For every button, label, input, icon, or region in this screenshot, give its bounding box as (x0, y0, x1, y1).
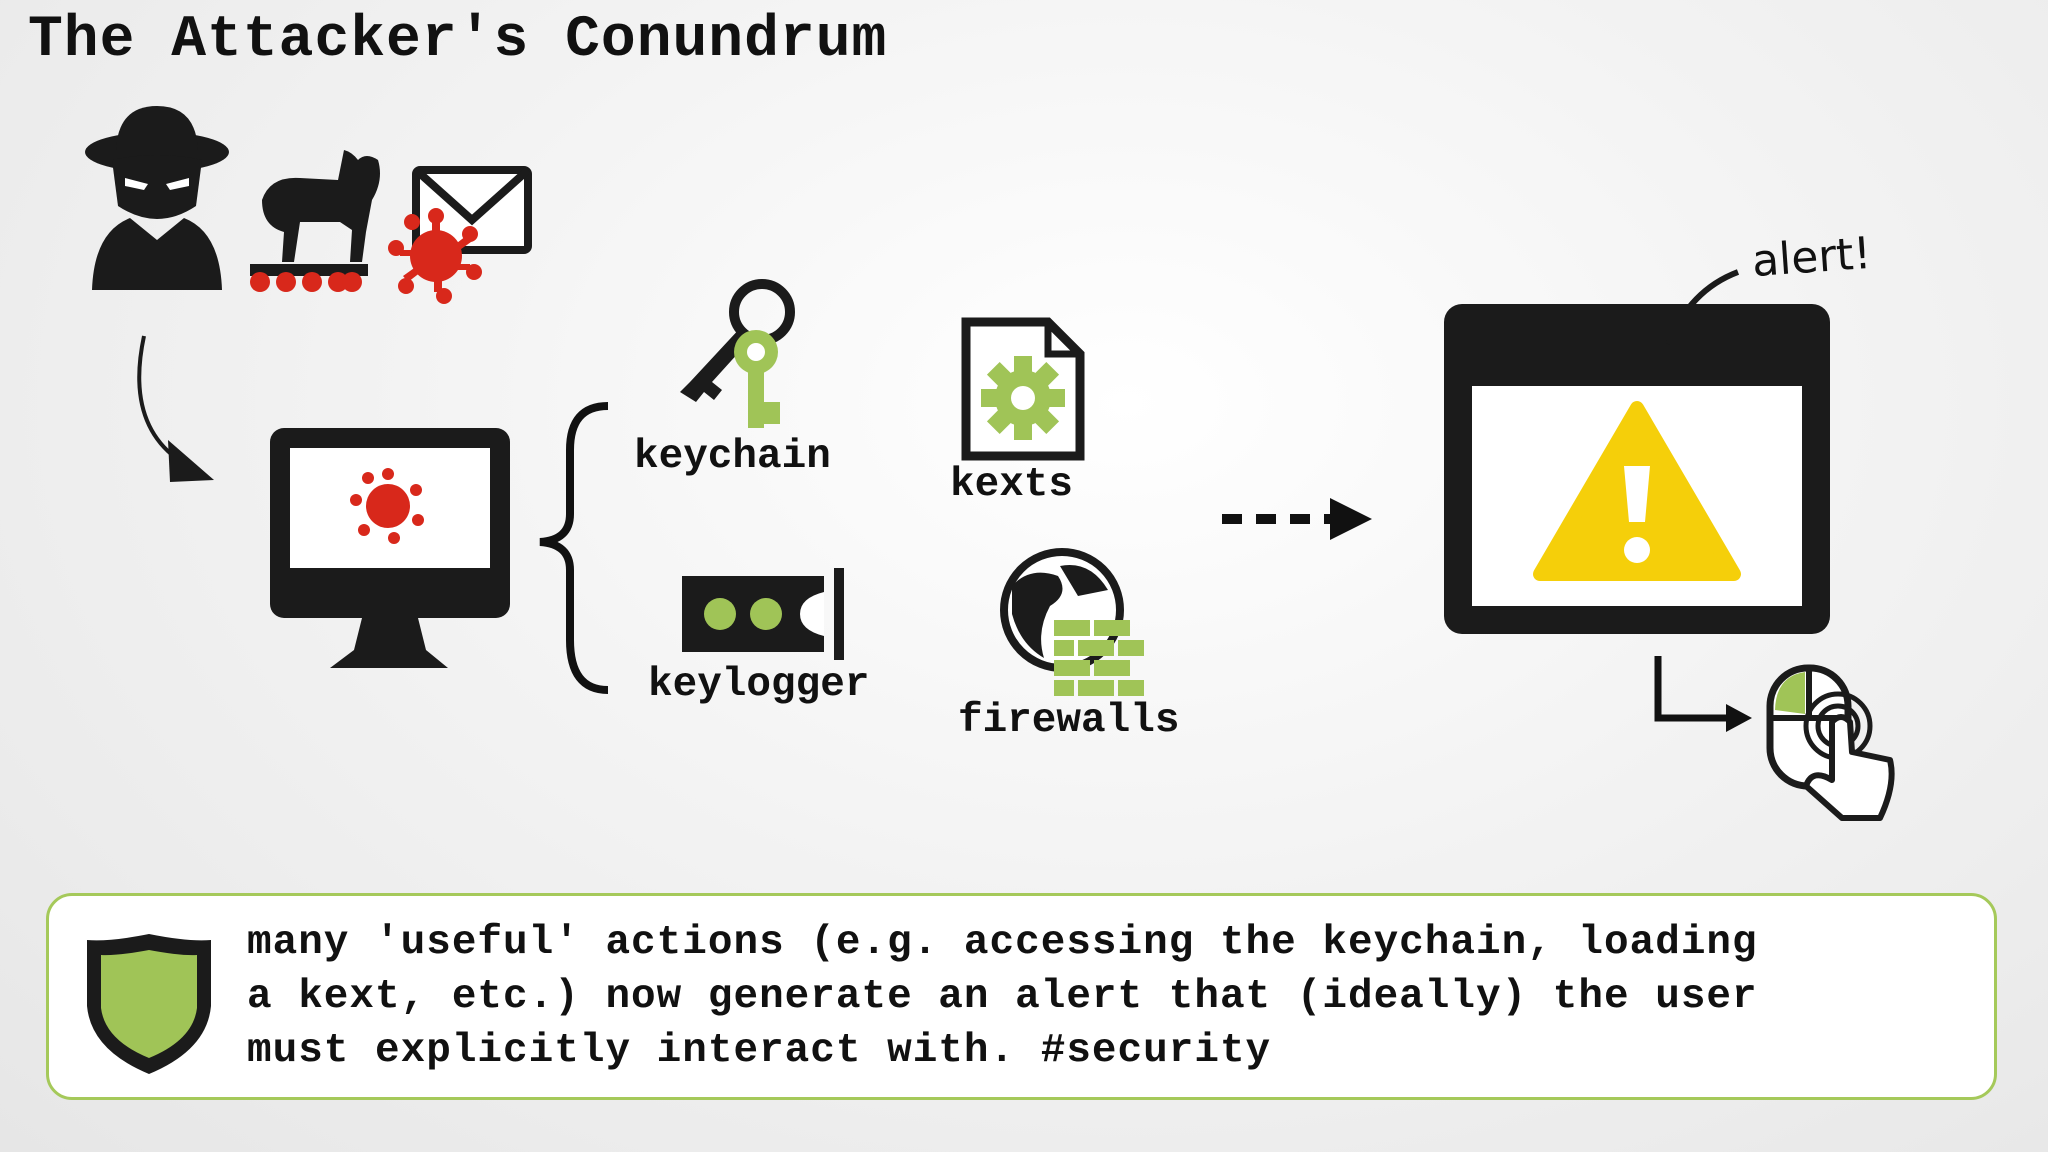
page-title: The Attacker's Conundrum (28, 8, 888, 73)
firewalls-label: firewalls (958, 698, 1180, 744)
infection-arrow (137, 335, 214, 482)
info-callout: many 'useful' actions (e.g. accessing th… (46, 893, 1997, 1100)
brace (539, 402, 609, 694)
keylogger-label: keylogger (648, 662, 870, 708)
keylogger-icon (682, 568, 844, 660)
kexts-label: kexts (950, 462, 1074, 508)
shield-icon (87, 934, 211, 1074)
mouse-click-icon (1654, 656, 1895, 821)
trojan-horse-icon (250, 150, 380, 292)
computer-infected-icon (270, 428, 510, 668)
alert-label: alert! (1750, 227, 1873, 288)
firewall-icon (1000, 548, 1144, 696)
hacker-icon (85, 106, 229, 290)
keychain-label: keychain (634, 434, 831, 480)
dashed-arrow (1222, 498, 1372, 540)
keychain-icon (680, 279, 795, 428)
callout-text: many 'useful' actions (e.g. accessing th… (247, 920, 1758, 1074)
alert-window-icon (1444, 269, 1830, 634)
email-virus-icon (388, 166, 532, 304)
kext-file-icon (961, 317, 1085, 461)
